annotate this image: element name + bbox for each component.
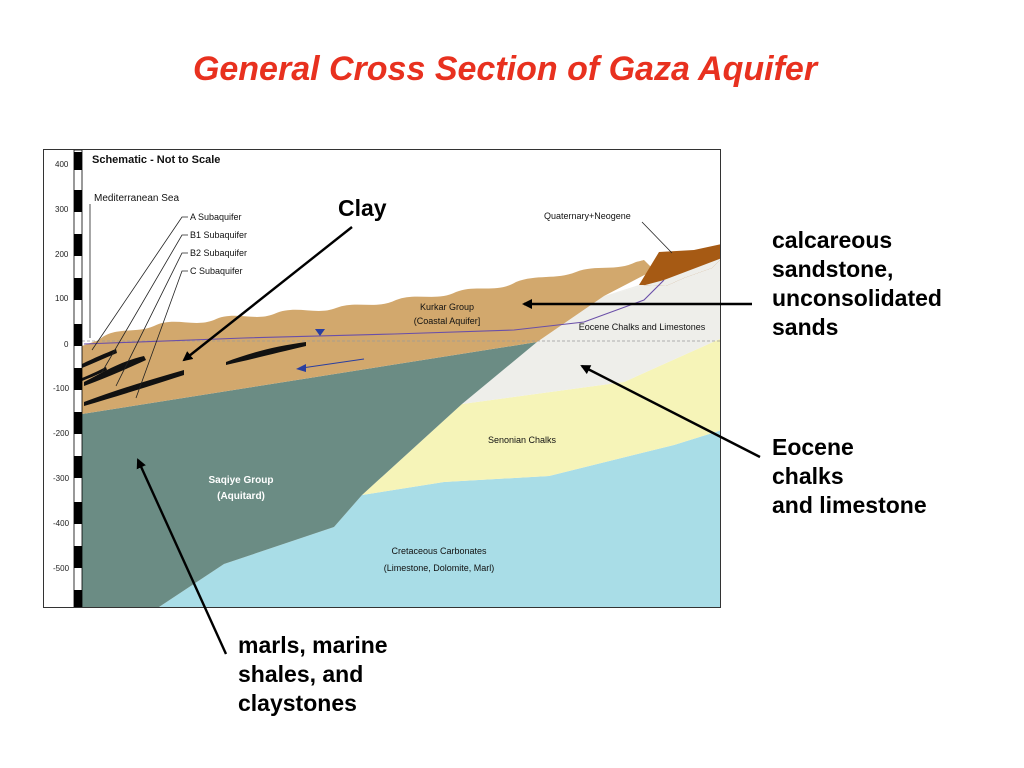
saqiye-callout-line-1: marls, marine [238, 632, 388, 658]
saqiye-layer [82, 342, 537, 607]
eocene-arrow [580, 364, 761, 459]
tick-minus-400: -400 [53, 519, 70, 528]
quaternary-label: Quaternary+Neogene [544, 211, 631, 221]
eocene-callout: Eocene chalks and limestone [772, 433, 927, 520]
saqiye-callout-line-2: shales, and [238, 661, 364, 687]
sub-c-label: C Subaquifer [190, 266, 243, 276]
saqiye-arrow [136, 458, 228, 655]
kurkar-label-1: Kurkar Group [420, 302, 474, 312]
tick-minus-200: -200 [53, 429, 70, 438]
clay-lens-5 [82, 367, 107, 381]
clay-lens-4 [226, 342, 306, 365]
cretaceous-label-1: Cretaceous Carbonates [391, 546, 487, 556]
kurkar-callout-line-3: unconsolidated [772, 285, 942, 311]
clay-lens-2 [84, 370, 184, 406]
eocene-callout-line-2: chalks [772, 463, 844, 489]
water-table-line [83, 279, 665, 345]
tick-minus-100: -100 [53, 384, 70, 393]
flow-arrow-line [301, 358, 365, 369]
senonian-label: Senonian Chalks [488, 435, 557, 445]
cretaceous-layer [159, 430, 720, 607]
clay-lens-1 [84, 356, 146, 386]
tick-300: 300 [55, 205, 69, 214]
tick-minus-300: -300 [53, 474, 70, 483]
saqiye-label-2: (Aquitard) [217, 491, 265, 502]
kurkar-callout-line-1: calcareous [772, 227, 893, 253]
eocene-callout-line-1: Eocene [772, 434, 854, 460]
clay-callout-text: Clay [338, 195, 387, 221]
sea-label: Mediterranean Sea [94, 193, 179, 204]
kurkar-callout-line-2: sandstone, [772, 256, 894, 282]
cretaceous-label-2: (Limestone, Dolomite, Marl) [384, 563, 495, 573]
scale-note: Schematic - Not to Scale [92, 154, 220, 166]
eocene-label: Eocene Chalks and Limestones [579, 322, 706, 332]
flow-arrow-head [296, 364, 306, 372]
quaternary-layer [639, 244, 720, 286]
kurkar-callout: calcareous sandstone, unconsolidated san… [772, 226, 942, 342]
subaquifer-leaders [91, 216, 188, 399]
tick-0: 0 [64, 340, 69, 349]
senonian-layer [362, 338, 720, 495]
saqiye-label-1: Saqiye Group [208, 475, 273, 486]
slide-title: General Cross Section of Gaza Aquifer [192, 50, 818, 88]
saqiye-callout: marls, marine shales, and claystones [238, 631, 388, 718]
tick-400: 400 [55, 160, 69, 169]
quaternary-leader [641, 221, 673, 254]
depth-scale-segments [74, 152, 82, 607]
clay-callout: Clay [338, 194, 387, 223]
tick-200: 200 [55, 250, 69, 259]
sub-b2-label: B2 Subaquifer [190, 248, 247, 258]
sub-b1-label: B1 Subaquifer [190, 230, 247, 240]
clay-arrow [182, 226, 353, 362]
clay-lens-3 [82, 349, 117, 368]
eocene-layer [462, 258, 720, 404]
axis-tick-labels: 400 300 200 100 0 -100 -200 -300 -400 -5… [53, 160, 70, 573]
tick-100: 100 [55, 294, 69, 303]
kurkar-callout-line-4: sands [772, 314, 839, 340]
kurkar-layer [82, 260, 654, 414]
tick-minus-500: -500 [53, 564, 70, 573]
kurkar-label-2: (Coastal Aquifer] [414, 316, 481, 326]
saqiye-callout-line-3: claystones [238, 690, 357, 716]
water-table-marker [315, 329, 325, 336]
cross-section-svg: 400 300 200 100 0 -100 -200 -300 -400 -5… [53, 150, 720, 607]
eocene-callout-line-3: and limestone [772, 492, 927, 518]
sub-a-label: A Subaquifer [190, 212, 242, 222]
